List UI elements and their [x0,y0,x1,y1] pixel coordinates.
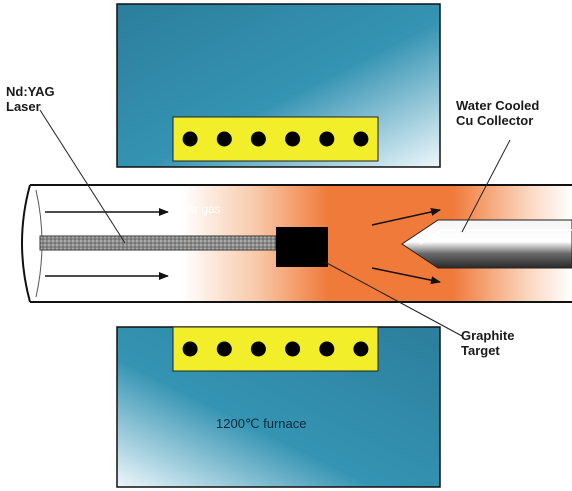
heater-coil-top-6 [353,131,369,147]
leader-target [324,261,463,337]
heater-coils-top [182,131,369,147]
graphite-target [276,227,328,267]
heater-coil-bottom-5 [319,341,335,357]
heater-coil-panel-bottom [172,326,379,372]
collector-highlight [419,229,572,245]
laser-label-line1: Nd:YAG [6,84,55,99]
heater-coil-top-5 [319,131,335,147]
laser-label: Nd:YAG Laser [6,84,55,114]
heater-coil-top-3 [250,131,266,147]
heater-coil-top-2 [216,131,232,147]
heater-coil-bottom-2 [216,341,232,357]
heater-coil-bottom-1 [182,341,198,357]
collector-label-line1: Water Cooled [456,98,540,113]
heater-coil-top-1 [182,131,198,147]
furnace-label: 1200℃ furnace [216,416,307,431]
gas-label: Ar gas [186,202,221,216]
heater-coil-bottom-3 [250,341,266,357]
collector-label: Water Cooled Cu Collector [456,98,539,128]
target-label-line1: Graphite [461,328,515,343]
flow-arrow-collector-top [371,208,441,226]
tube-left-opening [21,184,31,303]
leader-laser [39,109,126,244]
cu-collector [401,219,572,269]
collector-label-line2: Cu Collector [456,113,534,128]
target-label: Graphite Target [461,328,514,358]
flow-arrow-collector-bottom [371,267,441,285]
target-label-line2: Target [461,343,500,358]
heater-coil-bottom-6 [353,341,369,357]
heater-coils-bottom [182,341,369,357]
heater-coil-panel-top [172,116,379,162]
laser-beam-fiber [39,235,277,251]
leader-collector [461,139,511,233]
heater-coil-top-4 [285,131,301,147]
laser-label-line2: Laser [6,99,41,114]
heater-coil-bottom-4 [285,341,301,357]
